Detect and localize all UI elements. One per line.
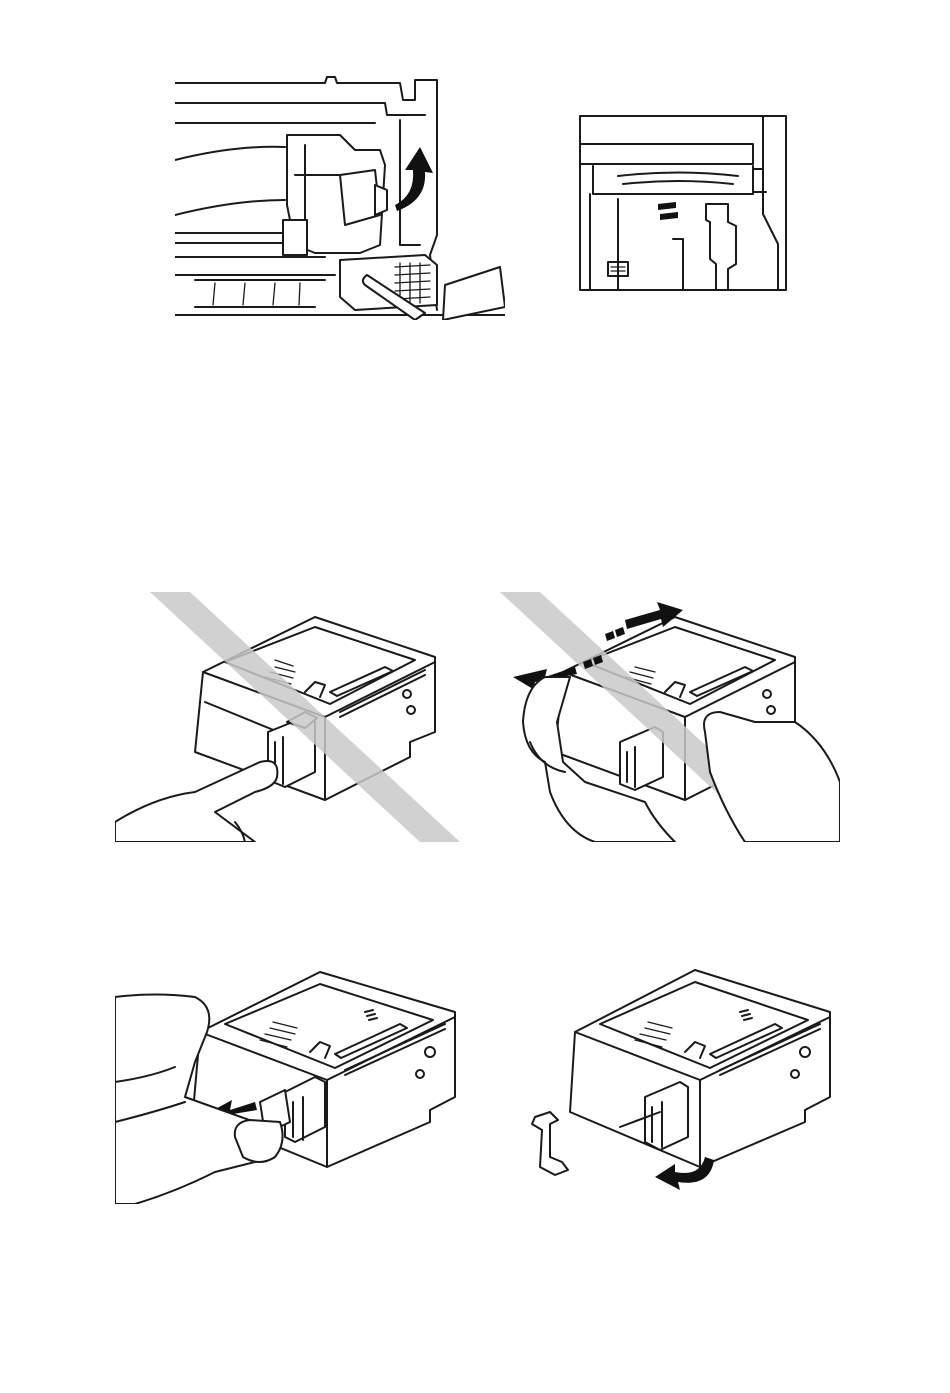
printer-head-figure <box>175 75 505 320</box>
detached-tab <box>532 1112 568 1175</box>
incorrect-press-figure <box>115 592 460 842</box>
pull-tab-figure <box>115 962 465 1204</box>
cartridge-slot-figure <box>578 114 788 292</box>
print-head-carriage <box>283 135 505 320</box>
curved-arrow-down-icon <box>655 1157 714 1190</box>
incorrect-shake-figure <box>495 592 840 842</box>
hand-pressing <box>115 761 277 842</box>
cartridge-body <box>570 970 830 1167</box>
remove-tab-figure <box>520 962 840 1197</box>
